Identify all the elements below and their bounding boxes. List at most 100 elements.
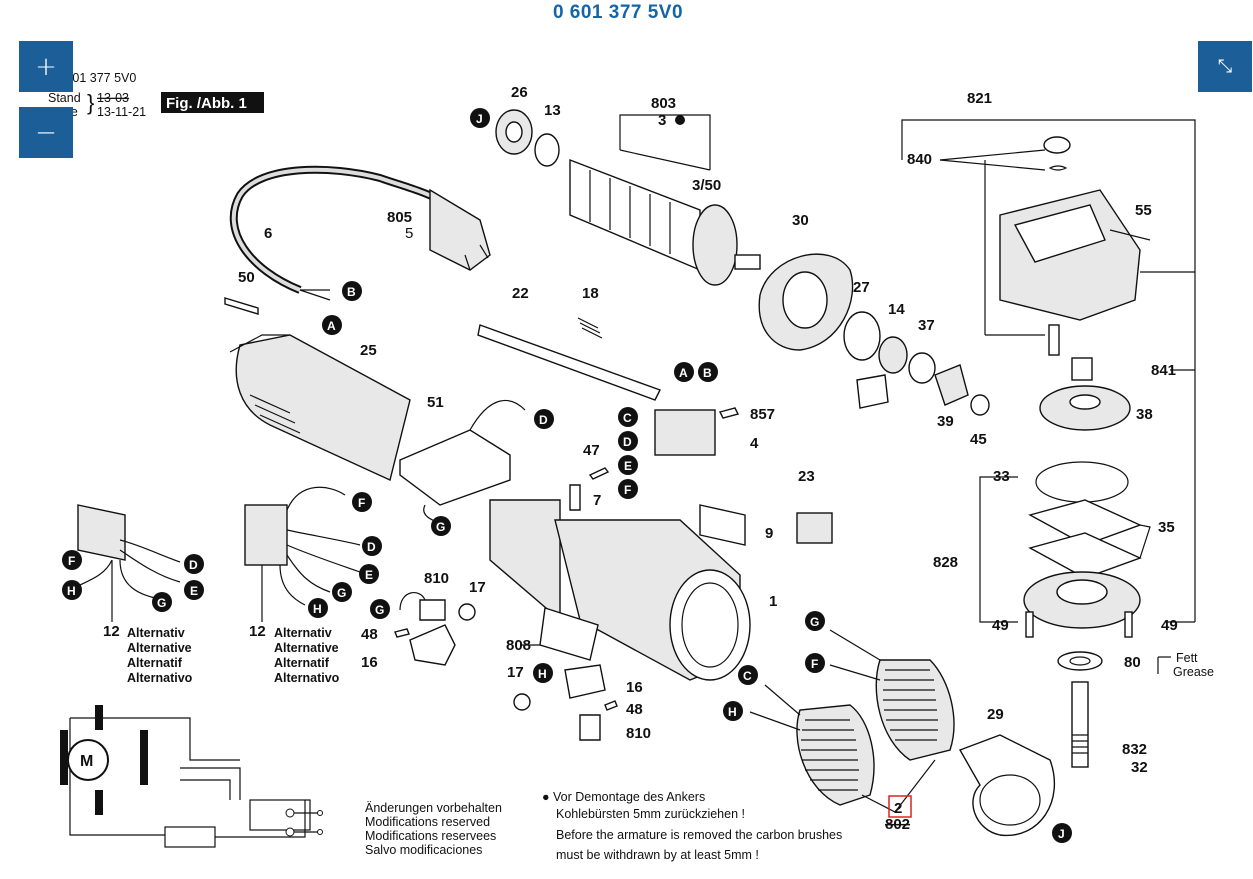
part-labels: 26 13 803 3 3/50 821 840 55 805 5 6 30 5… bbox=[103, 84, 1178, 833]
brush-holder-16a bbox=[409, 624, 456, 666]
label-3: 3 bbox=[658, 112, 666, 129]
alt-switch-2 bbox=[244, 504, 288, 566]
label-47: 47 bbox=[583, 442, 600, 459]
bearing-13 bbox=[534, 133, 560, 167]
screw-47 bbox=[588, 467, 610, 480]
spring-18 bbox=[577, 317, 603, 339]
field-coils bbox=[749, 629, 955, 813]
label-30: 30 bbox=[792, 212, 809, 229]
alt1-es: Alternativo bbox=[127, 671, 193, 685]
label-50: 50 bbox=[238, 269, 255, 286]
callout-F-4: F bbox=[805, 653, 825, 673]
mod-fr: Modifications reservees bbox=[365, 829, 496, 843]
callout-D-3: D bbox=[362, 536, 382, 556]
callout-D-2: D bbox=[618, 431, 638, 451]
callout-A-2: A bbox=[674, 362, 694, 382]
alt2-de: Alternativ bbox=[274, 626, 332, 640]
label-9: 9 bbox=[765, 525, 773, 542]
svg-text:E: E bbox=[365, 568, 373, 582]
alt-wiring-1 bbox=[77, 504, 181, 622]
label-12-a: 12 bbox=[103, 623, 120, 640]
grease-de: Fett bbox=[1176, 651, 1198, 665]
motor-housing-group bbox=[229, 334, 411, 481]
svg-text:F: F bbox=[811, 657, 818, 671]
callout-E-3: E bbox=[184, 580, 204, 600]
screw-857 bbox=[718, 407, 740, 419]
svg-text:D: D bbox=[623, 435, 632, 449]
callout-H-1: H bbox=[308, 598, 328, 618]
callout-F-3: F bbox=[62, 550, 82, 570]
housing-flange bbox=[669, 569, 751, 681]
switch-4 bbox=[654, 409, 716, 456]
label-55: 55 bbox=[1135, 202, 1152, 219]
label-1: 1 bbox=[769, 593, 777, 610]
alt1-de: Alternativ bbox=[127, 626, 185, 640]
gear-housing-group bbox=[901, 119, 1196, 768]
carbon-brush-810a bbox=[419, 599, 446, 621]
mod-es: Salvo modificaciones bbox=[365, 843, 482, 857]
callout-F-1: F bbox=[618, 479, 638, 499]
label-802: 802 bbox=[885, 816, 910, 833]
svg-text:G: G bbox=[375, 603, 384, 617]
carbon-brush-810b bbox=[579, 714, 601, 741]
svg-text:H: H bbox=[67, 584, 76, 598]
label-39: 39 bbox=[937, 413, 954, 430]
label-22: 22 bbox=[512, 285, 529, 302]
protection-guard-29 bbox=[958, 734, 1055, 837]
label-17-a: 17 bbox=[469, 579, 486, 596]
callout-H-3: H bbox=[723, 701, 743, 721]
callout-B-2: B bbox=[698, 362, 718, 382]
label-27: 27 bbox=[853, 279, 870, 296]
callout-D-1: D bbox=[534, 409, 554, 429]
label-857: 857 bbox=[750, 406, 775, 423]
armature-note-en-2: must be withdrawn by at least 5mm ! bbox=[556, 848, 759, 862]
label-25: 25 bbox=[360, 342, 377, 359]
label-810-b: 810 bbox=[626, 725, 651, 742]
svg-text:F: F bbox=[68, 554, 75, 568]
svg-text:J: J bbox=[1058, 827, 1065, 841]
modifications-note: Änderungen vorbehalten Modifications res… bbox=[365, 801, 502, 857]
label-3-50: 3/50 bbox=[692, 177, 721, 194]
svg-text:F: F bbox=[624, 483, 631, 497]
svg-text:H: H bbox=[313, 602, 322, 616]
stator-housing-group bbox=[489, 499, 833, 681]
motor-housing bbox=[235, 334, 411, 481]
zoom-out-button[interactable]: − bbox=[19, 107, 73, 158]
stand-label: Stand bbox=[48, 91, 81, 105]
callout-J-2: J bbox=[1052, 823, 1072, 843]
label-26: 26 bbox=[511, 84, 528, 101]
housing-pin bbox=[1048, 324, 1060, 356]
svg-text:B: B bbox=[347, 285, 356, 299]
callout-A-1: A bbox=[322, 315, 342, 335]
alt2-en: Alternative bbox=[274, 641, 339, 655]
alt-wiring-2 bbox=[244, 486, 361, 622]
connection-callouts: J B A A B D C D E F F G D E G H F H D E … bbox=[62, 108, 1072, 843]
page-title: 0 601 377 5V0 bbox=[552, 2, 684, 23]
zoom-in-button[interactable]: + bbox=[19, 41, 73, 92]
label-48-b: 48 bbox=[626, 701, 643, 718]
label-23: 23 bbox=[798, 468, 815, 485]
label-37: 37 bbox=[918, 317, 935, 334]
switch-cover-23 bbox=[796, 512, 833, 544]
grease-en: Grease bbox=[1173, 665, 1214, 679]
washer-37 bbox=[908, 352, 936, 384]
highlight-box-2 bbox=[888, 795, 912, 818]
label-18: 18 bbox=[582, 285, 599, 302]
label-32: 32 bbox=[1131, 759, 1148, 776]
bracket-7 bbox=[569, 484, 581, 511]
armature-note-en-1: Before the armature is removed the carbo… bbox=[556, 828, 842, 842]
armature-note-de-1: ● Vor Demontage des Ankers bbox=[542, 790, 705, 804]
callout-G-3: G bbox=[152, 592, 172, 612]
svg-text:A: A bbox=[327, 319, 336, 333]
fig-label: Fig. /Abb. 1 bbox=[166, 95, 247, 112]
label-14: 14 bbox=[888, 301, 905, 318]
label-4: 4 bbox=[750, 435, 759, 452]
spindle-lock-button bbox=[1043, 136, 1071, 154]
svg-text:C: C bbox=[743, 669, 752, 683]
issue-date: 13-11-21 bbox=[97, 105, 146, 119]
wheel-guard-group bbox=[758, 253, 990, 416]
callout-H-2: H bbox=[62, 580, 82, 600]
brush-holders bbox=[394, 592, 618, 741]
svg-text:G: G bbox=[157, 596, 166, 610]
fit-view-button[interactable]: ⤡ bbox=[1198, 41, 1252, 92]
